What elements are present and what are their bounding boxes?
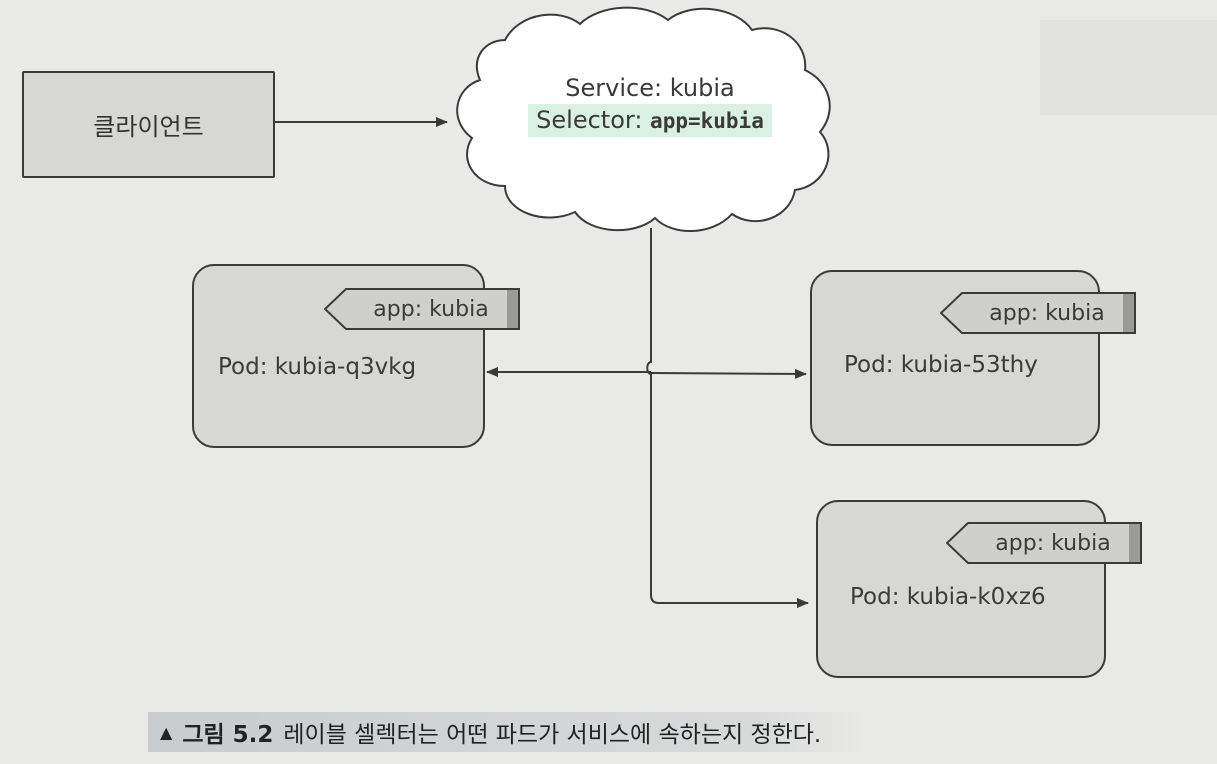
pod-label-tag-1: app: kubia [324, 288, 520, 330]
caption-figure-number: 그림 5.2 [182, 722, 274, 748]
figure-caption: ▲ 그림 5.2 레이블 셀렉터는 어떤 파드가 서비스에 속하는지 정한다. [148, 712, 862, 752]
pod-name-2: Pod: kubia-53thy [844, 352, 1038, 378]
pod-label-3: app: kubia [995, 530, 1111, 556]
service-trunk-line [646, 228, 809, 608]
client-label: 클라이언트 [93, 113, 204, 141]
label-tag-shape [946, 522, 1142, 564]
label-tag-shape [324, 288, 520, 330]
selector-value: app=kubia [650, 109, 764, 133]
pod-name-3: Pod: kubia-k0xz6 [850, 584, 1046, 610]
service-selector: Selector: app=kubia [528, 104, 772, 137]
caption-marker: ▲ [160, 722, 173, 742]
label-tag-shape [940, 292, 1136, 334]
service-name: Service: kubia [565, 74, 735, 102]
pod-label-1: app: kubia [373, 296, 489, 322]
pod-label-tag-2: app: kubia [940, 292, 1136, 334]
service-cloud-shape [456, 6, 831, 232]
background-shade [1040, 20, 1217, 115]
client-box: 클라이언트 [22, 71, 275, 178]
selector-prefix: Selector: [536, 106, 651, 134]
pod-box-1: app: kubia Pod: kubia-q3vkg [192, 264, 520, 448]
pod-box-2: app: kubia Pod: kubia-53thy [810, 270, 1136, 446]
caption-text: 레이블 셀렉터는 어떤 파드가 서비스에 속하는지 정한다. [283, 722, 822, 748]
pod-name-1: Pod: kubia-q3vkg [218, 354, 417, 380]
pod-label-tag-3: app: kubia [946, 522, 1142, 564]
service-node: Service: kubia Selector: app=kubia [500, 72, 800, 137]
pod-box-3: app: kubia Pod: kubia-k0xz6 [816, 500, 1142, 678]
trunk-to-pod2-arrow [650, 368, 807, 379]
pod-label-2: app: kubia [989, 300, 1105, 326]
